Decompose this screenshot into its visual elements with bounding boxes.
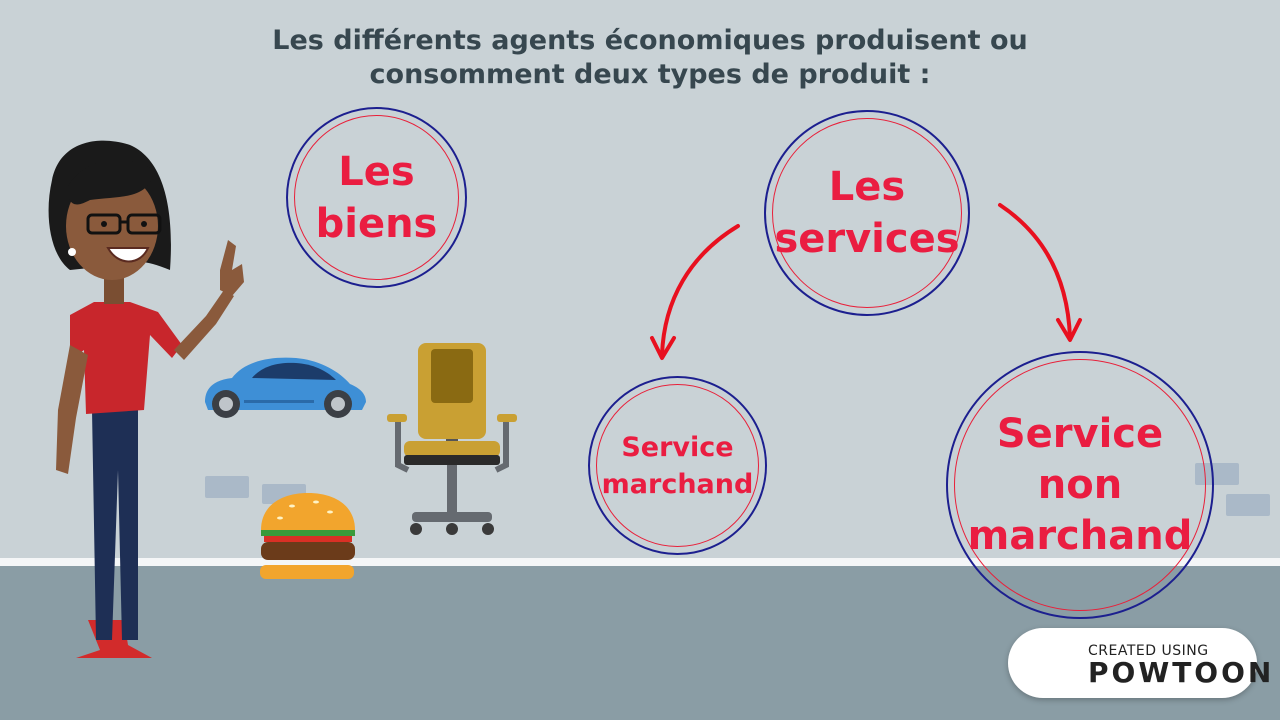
non-marchand-line-3: marchand (967, 512, 1193, 559)
created-using-powtoon-badge: CREATED USING POWTOON (1008, 628, 1271, 698)
non-marchand-line-1: Service (996, 410, 1164, 457)
services-line-2: services (774, 216, 960, 262)
wall-brick (205, 476, 249, 498)
title-line-2: consomment deux types de produit : (369, 59, 931, 90)
arrow-left-icon (650, 224, 740, 360)
circle-les-biens: Les biens (286, 107, 467, 288)
title-line-1: Les différents agents économiques produi… (272, 25, 1028, 56)
marchand-line-2: marchand (601, 468, 754, 500)
biens-line-2: biens (315, 200, 438, 247)
circle-les-services: Les services (764, 110, 970, 316)
circle-service-non-marchand: Service non marchand (946, 351, 1214, 619)
burger-icon (260, 493, 355, 579)
car-icon (205, 357, 366, 418)
badge-caption: CREATED USING (1088, 643, 1209, 659)
office-chair-icon (387, 343, 517, 535)
woman-character-icon (48, 140, 244, 658)
wall-brick (1226, 494, 1270, 516)
marchand-line-1: Service (621, 431, 734, 463)
biens-line-1: Les (338, 148, 415, 195)
non-marchand-line-2: non (1037, 461, 1123, 508)
slide-title: Les différents agents économiques produi… (200, 24, 1100, 92)
floor-edge (0, 558, 1280, 568)
circle-service-marchand: Service marchand (588, 376, 767, 555)
badge-brand: POWTOON (1088, 656, 1275, 689)
arrow-right-icon (998, 203, 1082, 342)
services-line-1: Les (828, 164, 906, 210)
